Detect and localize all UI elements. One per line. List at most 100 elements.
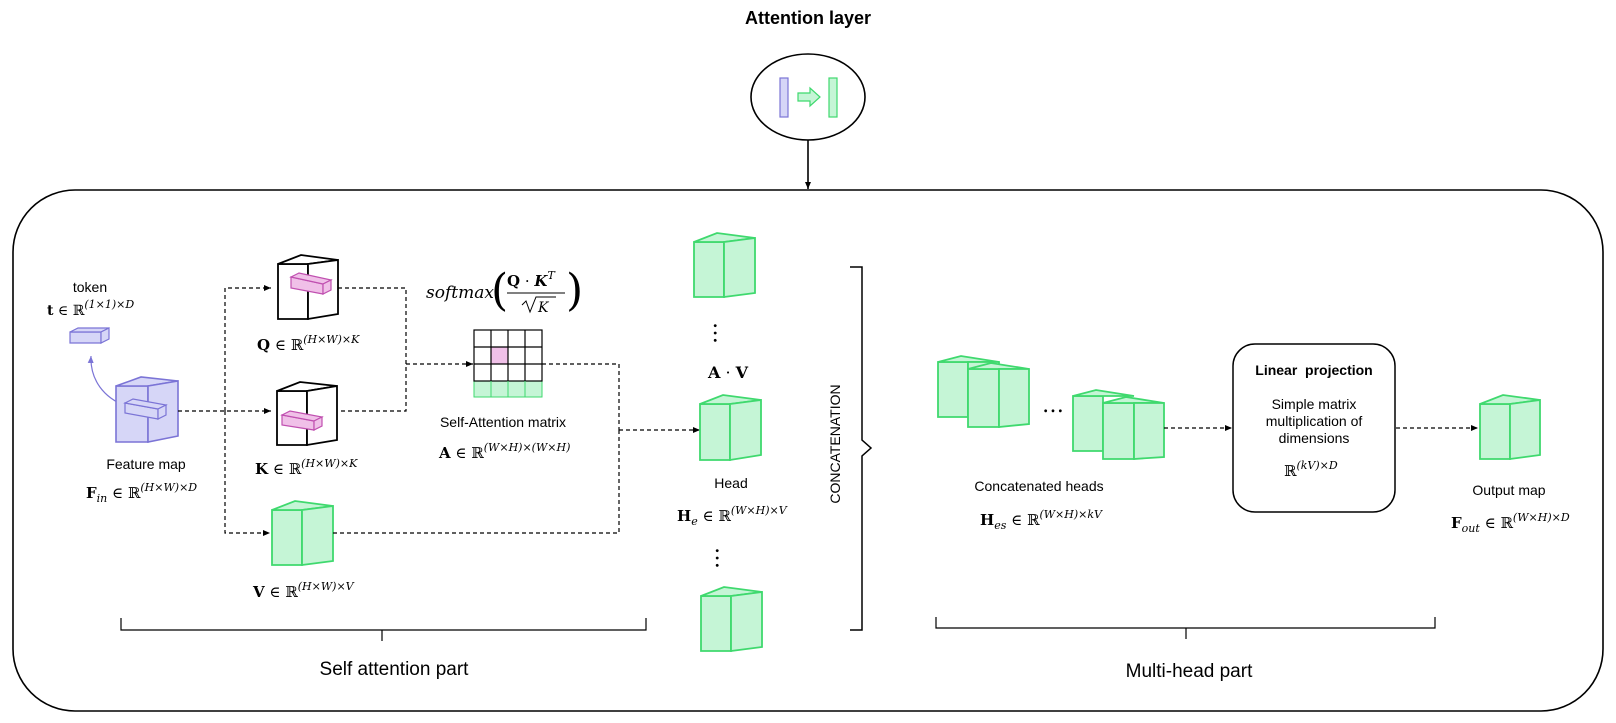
output-map-symbol: F — [1451, 514, 1462, 532]
token-dims: (1×1)×D — [84, 298, 134, 311]
linear-projection-title: Linear projection — [1255, 362, 1372, 378]
q-formula: Q ∈ ℝ(H×W)×K — [257, 333, 360, 354]
concat-heads-formula: Hes ∈ ℝ(W×H)×kV — [980, 508, 1103, 532]
head-cube-main — [699, 394, 762, 462]
feature-map-label: Feature map — [106, 456, 186, 472]
linear-projection-desc-3: dimensions — [1279, 430, 1350, 446]
q-token-slice — [289, 272, 333, 295]
softmax-numerator: Q · KT — [507, 269, 556, 290]
linear-projection-box — [1232, 343, 1396, 513]
linear-projection-desc-1: Simple matrix — [1272, 396, 1357, 412]
in-symbol: ∈ — [1480, 514, 1501, 532]
concat-heads-symbol: H — [980, 511, 994, 529]
head-sub: e — [691, 515, 698, 528]
concatenation-label: CONCATENATION — [827, 384, 843, 503]
v-formula: V ∈ ℝ(H×W)×V — [252, 580, 355, 601]
in-symbol: ∈ — [268, 460, 289, 478]
q-cube — [277, 254, 339, 321]
in-symbol: ∈ — [698, 507, 719, 525]
attention-matrix-label: Self-Attention matrix — [440, 414, 566, 430]
av-formula: A · V — [707, 363, 749, 382]
v-symbol: V — [252, 583, 265, 601]
softmax-func: softmax — [426, 283, 494, 303]
numerator-k: K — [533, 272, 548, 290]
attention-matrix-formula: A ∈ ℝ(W×H)×(W×H) — [438, 441, 570, 462]
softmax-left-paren: ( — [491, 265, 508, 316]
qk-connectors — [338, 287, 473, 412]
reals-symbol: ℝ — [1027, 511, 1040, 529]
token-label: token — [73, 279, 107, 295]
av-op: · — [720, 363, 735, 382]
softmax-denominator: K — [537, 300, 550, 316]
head-cube-top — [693, 232, 756, 299]
attention-layer-container — [12, 189, 1604, 712]
concat-heads-dims: (W×H)×kV — [1039, 508, 1103, 521]
multi-head-part-label: Multi-head part — [1126, 661, 1253, 682]
in-symbol: ∈ — [53, 303, 72, 319]
head-formula: He ∈ ℝ(W×H)×V — [677, 504, 788, 528]
token-icon — [69, 327, 110, 344]
in-symbol: ∈ — [107, 484, 128, 502]
concatenation-brace — [850, 266, 873, 631]
k-formula: K ∈ ℝ(H×W)×K — [255, 457, 358, 478]
output-vector-icon — [828, 77, 838, 118]
k-token-slice — [280, 410, 324, 431]
softmax-formula: softmax ( Q · KT K ) — [426, 265, 583, 316]
head-cube-bottom — [700, 586, 763, 653]
q-symbol: Q — [257, 336, 270, 354]
av-left: A — [707, 363, 721, 382]
reals-symbol: ℝ — [471, 444, 484, 462]
linear-projection-desc-2: multiplication of — [1266, 413, 1363, 429]
in-symbol: ∈ — [265, 583, 286, 601]
av-connectors — [333, 363, 700, 534]
concat-heads-sub: es — [994, 519, 1007, 532]
feature-token-slice — [123, 398, 168, 420]
input-vector-icon — [779, 77, 789, 118]
token-symbol: t — [47, 303, 54, 319]
attention-dims: (W×H)×(W×H) — [484, 441, 571, 454]
matrix-highlight-cell — [491, 347, 508, 364]
feature-map-formula: Fin ∈ ℝ(H×W)×D — [86, 481, 197, 505]
attention-symbol: A — [438, 444, 451, 462]
qkv-connectors — [178, 285, 271, 536]
concat-heads-label: Concatenated heads — [974, 478, 1103, 494]
output-map-label: Output map — [1472, 482, 1545, 498]
q-dims: (H×W)×K — [303, 333, 360, 346]
softmax-right-paren: ) — [566, 265, 583, 316]
linear-projection-formula: ℝ(kV)×D — [1284, 459, 1338, 480]
head-ellipsis-bottom: … — [710, 547, 735, 569]
numerator-op: · — [520, 272, 534, 290]
reals-symbol: ℝ — [1500, 514, 1513, 532]
linear-projection-dims: (kV)×D — [1296, 459, 1337, 472]
token-formula: t ∈ ℝ(1×1)×D — [47, 298, 134, 319]
reals-symbol: ℝ — [718, 507, 731, 525]
k-dims: (H×W)×K — [301, 457, 358, 470]
concat-cube-pair-left — [937, 355, 1030, 428]
feature-map-symbol: F — [86, 484, 97, 502]
reals-symbol: ℝ — [1284, 462, 1297, 480]
head-symbol: H — [677, 507, 691, 525]
concat-ellipsis: … — [1042, 393, 1064, 418]
in-symbol: ∈ — [451, 444, 472, 462]
numerator-sup: T — [547, 269, 556, 282]
attention-icon — [750, 53, 866, 141]
feature-map-sub: in — [97, 492, 108, 505]
numerator-q: Q — [507, 272, 520, 290]
head-ellipsis-top: … — [708, 322, 733, 344]
reals-symbol: ℝ — [73, 303, 85, 319]
av-right: V — [735, 363, 749, 382]
output-map-sub: out — [1462, 522, 1481, 535]
diagram-title: Attention layer — [745, 8, 871, 28]
multi-head-brace — [935, 617, 1436, 639]
in-symbol: ∈ — [270, 336, 291, 354]
output-map-formula: Fout ∈ ℝ(W×H)×D — [1451, 511, 1570, 535]
concat-cube-pair-right — [1072, 389, 1165, 460]
v-dims: (H×W)×V — [298, 580, 355, 593]
v-cube — [271, 500, 334, 567]
reals-symbol: ℝ — [289, 460, 302, 478]
reals-symbol: ℝ — [285, 583, 298, 601]
feature-map-dims: (H×W)×D — [140, 481, 197, 494]
reals-symbol: ℝ — [291, 336, 304, 354]
self-attention-brace — [120, 618, 647, 641]
